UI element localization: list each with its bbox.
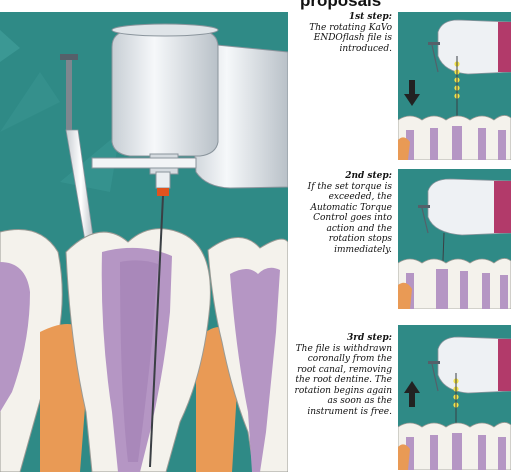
step-3-label: 3rd step: [347,333,392,343]
root-canal-illustration [0,12,288,472]
header: proposals [0,0,511,12]
step-3: 3rd step: The file is withdrawn coronall… [288,325,511,472]
step-1: 1st step: The rotating KaVo ENDOflash fi… [288,12,511,162]
step-3-panel [398,325,511,470]
step-2-description: If the set torque is exceeded, the Autom… [308,182,392,255]
step-3-text: 3rd step: The file is withdrawn coronall… [288,333,392,417]
step-2-label: 2nd step: [345,171,392,181]
step-2-panel [398,169,511,309]
step-2-illustration [398,169,511,309]
main-illustration [0,12,288,472]
step-1-text: 1st step: The rotating KaVo ENDOflash fi… [288,12,392,54]
step-2: 2nd step: If the set torque is exceeded,… [288,165,511,315]
step-3-illustration [398,325,511,470]
step-2-text: 2nd step: If the set torque is exceeded,… [288,171,392,255]
step-3-description: The file is withdrawn coronally from the… [295,344,392,417]
step-1-description: The rotating KaVo ENDOflash file is intr… [309,23,392,54]
step-1-panel [398,12,511,160]
step-1-label: 1st step: [349,12,392,22]
header-title: proposals [300,0,381,11]
step-1-illustration [398,12,511,160]
